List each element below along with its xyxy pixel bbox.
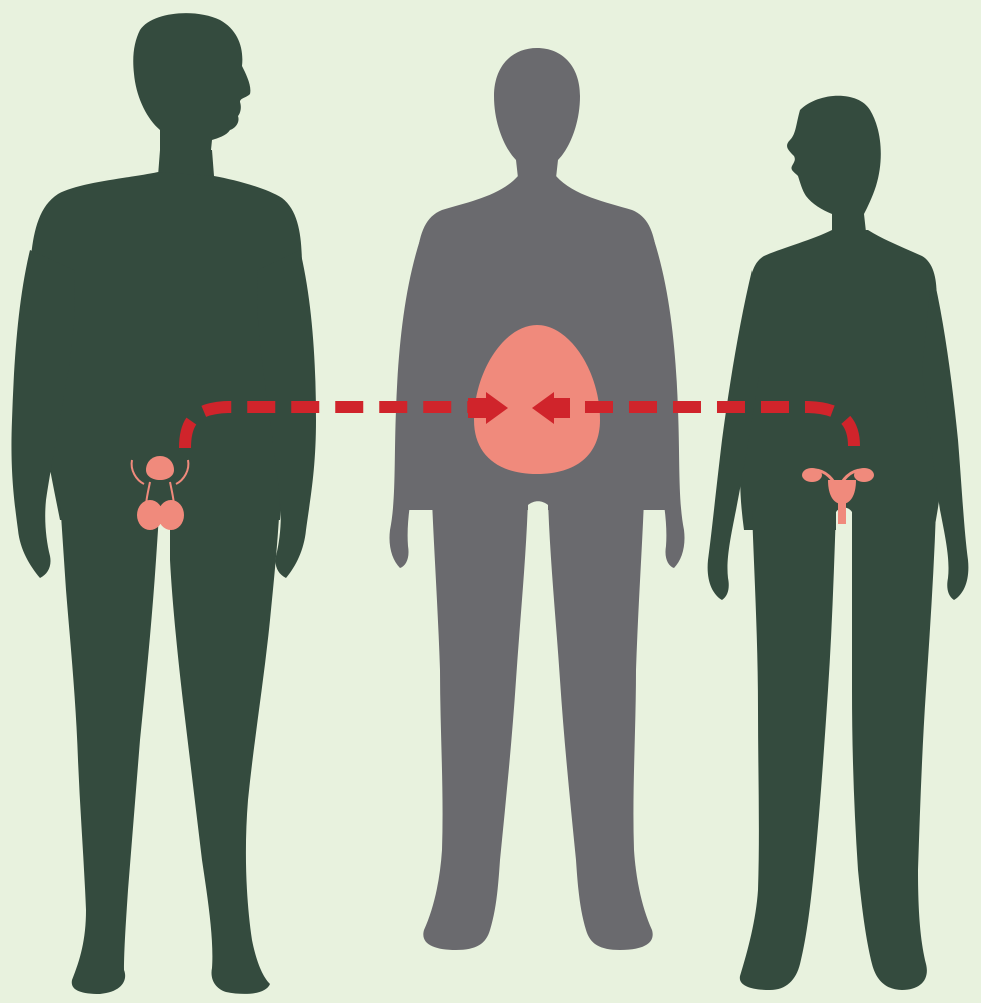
offspring-leg-gap [528,501,548,520]
